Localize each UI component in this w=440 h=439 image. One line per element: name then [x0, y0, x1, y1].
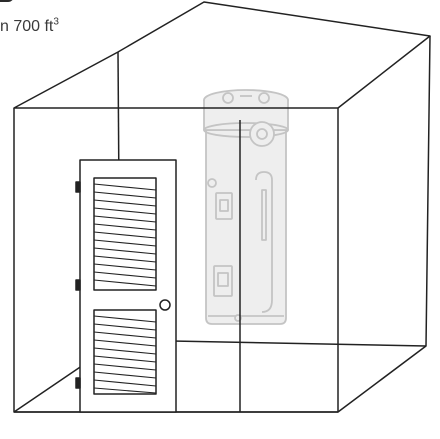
caption-text: n 700 ft: [0, 18, 54, 35]
heading-fragment: [0, 0, 14, 2]
caption-superscript: 3: [53, 16, 59, 28]
room-volume-caption: n 700 ft3: [0, 16, 59, 36]
louvered-door-icon: [75, 159, 177, 413]
water-heater-icon: [203, 89, 289, 325]
